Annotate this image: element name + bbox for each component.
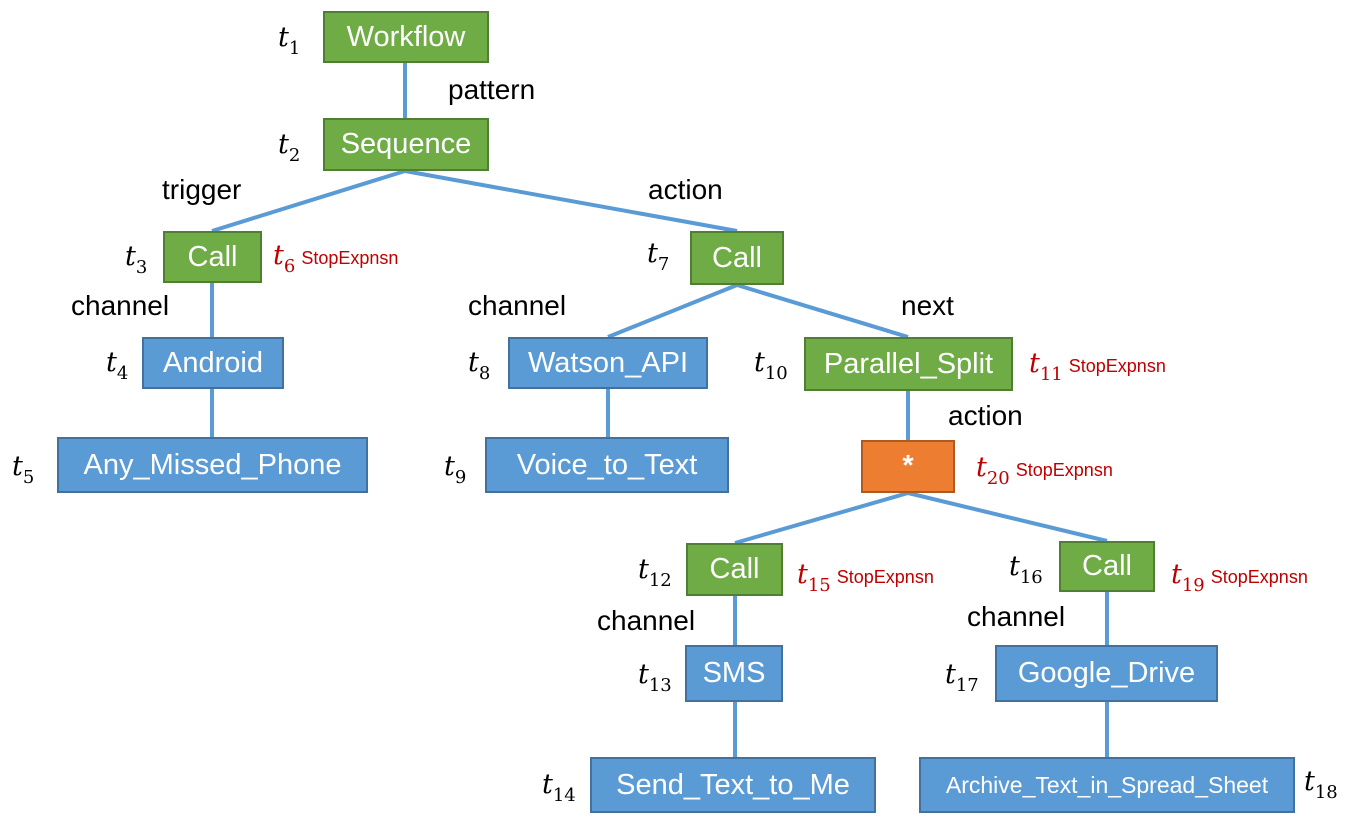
- edge-label-channel-drive: channel: [967, 601, 1066, 632]
- t-label-7: t7: [647, 238, 670, 275]
- t-label-10: t10: [754, 347, 788, 384]
- node-archive-text: Archive_Text_in_Spread_Sheet: [919, 757, 1295, 813]
- node-voice-to-text: Voice_to_Text: [485, 437, 729, 493]
- node-star: *: [861, 440, 955, 493]
- t-label-4: t4: [106, 347, 129, 384]
- t-label-1: t1: [278, 22, 301, 59]
- node-call-sms: Call: [686, 543, 783, 596]
- t-label-2: t2: [278, 129, 301, 166]
- node-watson-api: Watson_API: [508, 337, 708, 389]
- t-label-17: t17: [945, 659, 979, 696]
- edge-star-call-sms: [734, 491, 909, 545]
- node-google-drive: Google_Drive: [995, 645, 1218, 702]
- edge-label-channel-sms: channel: [597, 605, 696, 636]
- node-parallel-split: Parallel_Split: [804, 337, 1013, 391]
- node-call-action: Call: [690, 231, 784, 285]
- edge-label-action-main: action: [648, 174, 723, 205]
- edge-label-pattern: pattern: [448, 74, 536, 105]
- node-workflow: Workflow: [323, 11, 489, 63]
- t-label-9: t9: [444, 451, 467, 488]
- t-label-13: t13: [638, 659, 672, 696]
- edge-label-channel-action: channel: [468, 290, 567, 321]
- t-label-5: t5: [12, 451, 35, 488]
- edge-sequence-call-action: [404, 169, 738, 233]
- t-label-18: t18: [1304, 766, 1338, 803]
- edge-call-action-parallel: [736, 283, 909, 339]
- t-label-8: t8: [468, 347, 491, 384]
- edge-star-call-drive: [907, 491, 1108, 543]
- t-label-14: t14: [542, 769, 576, 806]
- node-send-text-to-me: Send_Text_to_Me: [590, 757, 876, 813]
- edge-sequence-call-trigger: [211, 169, 406, 233]
- edge-label-channel-trigger: channel: [71, 290, 170, 321]
- node-sequence: Sequence: [323, 118, 489, 171]
- edge-label-action-split: action: [948, 400, 1023, 431]
- t-label-16: t16: [1009, 551, 1043, 588]
- edge-call-action-watson: [607, 283, 738, 339]
- node-call-trigger: Call: [163, 231, 262, 283]
- t-label-3: t3: [125, 241, 148, 278]
- edge-label-next: next: [901, 290, 954, 321]
- t-label-12: t12: [638, 554, 672, 591]
- node-call-drive: Call: [1059, 541, 1155, 592]
- edge-label-trigger: trigger: [162, 174, 242, 205]
- node-any-missed-phone: Any_Missed_Phone: [57, 437, 368, 493]
- node-sms: SMS: [685, 645, 783, 702]
- node-android: Android: [142, 337, 284, 389]
